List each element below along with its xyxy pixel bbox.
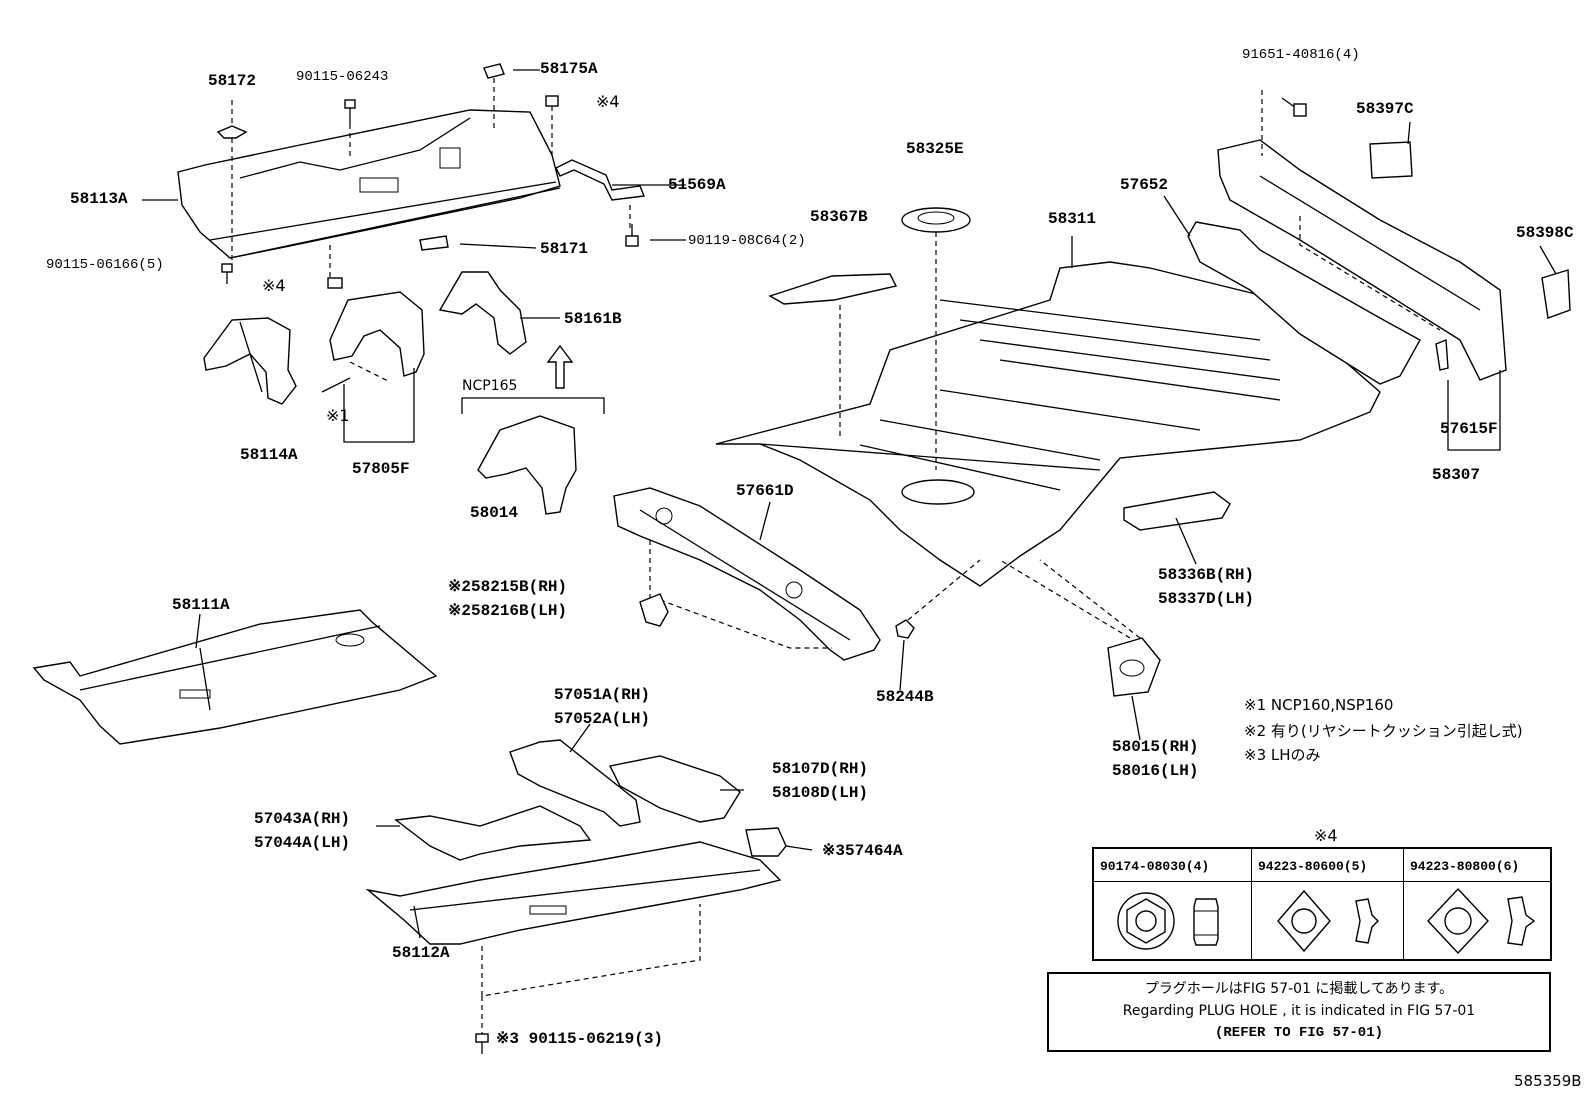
- part-57805F-drawing: [329, 291, 425, 377]
- label-57661D: 57661D: [736, 482, 794, 500]
- table-header-divider: [1094, 881, 1550, 882]
- table-header-3: 94223-80800(6): [1410, 859, 1520, 874]
- label-57464A: ※357464A: [822, 842, 903, 860]
- label-58112A: 58112A: [392, 944, 450, 962]
- part-57661D-drawing: [613, 487, 881, 661]
- label-58367B: 58367B: [810, 208, 868, 226]
- label-58014: 58014: [470, 504, 519, 522]
- table-col-1: 90174-08030(4): [1094, 849, 1252, 959]
- label-58175A: 58175A: [540, 60, 598, 78]
- part-58014-drawing: [477, 415, 577, 515]
- note-1: ※1 NCP160,NSP160: [1244, 696, 1394, 714]
- part-58111A-drawing: [32, 609, 438, 745]
- note-3: ※3 LHのみ: [1244, 746, 1321, 764]
- bolt-91651-drawing: [1281, 97, 1307, 117]
- part-58114A-drawing: [203, 317, 297, 405]
- table-col-2: 94223-80600(5): [1252, 849, 1404, 959]
- label-90115-06219: ※3 90115-06219(3): [496, 1030, 664, 1048]
- label-90115-06166: 90115-06166(5): [46, 257, 164, 273]
- label-57051A: 57051A(RH): [554, 686, 651, 704]
- part-58307-drawing: [1217, 139, 1507, 381]
- part-57043A-drawing: [394, 805, 592, 861]
- leader-lines-top-left: [231, 78, 631, 278]
- label-58244B: 58244B: [876, 688, 934, 706]
- part-58015-drawing: [1107, 637, 1161, 697]
- label-ref-4-top: ※4: [596, 92, 620, 111]
- table-header-2: 94223-80600(5): [1258, 859, 1368, 874]
- table-header-1: 90174-08030(4): [1100, 859, 1210, 874]
- label-58161B: 58161B: [564, 310, 622, 328]
- label-58172: 58172: [208, 72, 257, 90]
- table-col-3: 94223-80800(6): [1404, 849, 1550, 959]
- label-57615F: 57615F: [1440, 420, 1498, 438]
- label-58111A: 58111A: [172, 596, 230, 614]
- label-57052A: 57052A(LH): [554, 710, 651, 728]
- plug-note-line-1: プラグホールはFIG 57-01 に掲載してあります。: [1144, 981, 1454, 997]
- label-ref-1: ※1: [326, 406, 350, 425]
- label-57652: 57652: [1120, 176, 1169, 194]
- fasteners-top-group: [216, 63, 639, 289]
- label-58215B: ※258215B(RH): [448, 578, 568, 596]
- label-58016: 58016(LH): [1112, 762, 1199, 780]
- label-58325E: 58325E: [906, 140, 964, 158]
- label-58171: 58171: [540, 240, 589, 258]
- bolt-90115-06219-drawing: [475, 1033, 489, 1054]
- flange-nut-icon: [1117, 892, 1219, 950]
- label-58337D: 58337D(LH): [1158, 590, 1255, 608]
- part-58367B-drawing: [768, 273, 898, 305]
- part-58107D-drawing: [608, 755, 741, 823]
- label-57043A: 57043A(RH): [254, 810, 351, 828]
- part-58244B-drawing: [895, 619, 915, 639]
- plug-note-line-2: Regarding PLUG HOLE , it is indicated in…: [1122, 1003, 1476, 1019]
- label-90119-08C64: 90119-08C64(2): [688, 233, 806, 249]
- label-ref-4-mid: ※4: [262, 276, 286, 295]
- label-58113A: 58113A: [70, 190, 128, 208]
- part-58112A-drawing: [365, 841, 782, 945]
- label-58216B: ※258216B(LH): [448, 602, 568, 620]
- part-51569A-drawing: [555, 159, 645, 201]
- ncp165-bracket-line: [461, 397, 605, 414]
- label-57805F: 57805F: [352, 460, 410, 478]
- label-58398C: 58398C: [1516, 224, 1574, 242]
- plug-note-line-3: (REFER TO FIG 57-01): [1214, 1025, 1384, 1041]
- label-leaders: [142, 69, 1557, 939]
- part-57652-drawing: [1187, 221, 1421, 385]
- weld-nut-small-icon: [1277, 889, 1379, 953]
- part-58171-drawing: [419, 235, 449, 251]
- label-91651-40816: 91651-40816(4): [1242, 47, 1360, 63]
- part-57464A-drawing: [745, 827, 787, 857]
- note-2: ※2 有り(リヤシートクッション引起し式): [1244, 722, 1523, 740]
- arrow-up-icon: [546, 344, 574, 389]
- part-58397C-drawing: [1369, 141, 1413, 179]
- label-58114A: 58114A: [240, 446, 298, 464]
- label-ncp165: NCP165: [462, 378, 518, 394]
- plug-hole-note-box: プラグホールはFIG 57-01 に掲載してあります。 Regarding PL…: [1047, 972, 1551, 1052]
- table-title: ※4: [1314, 826, 1338, 845]
- fastener-table: 90174-08030(4) 94223-80600(5) 94223-8080…: [1092, 847, 1552, 961]
- label-58107D: 58107D(RH): [772, 760, 869, 778]
- part-58398C-drawing: [1541, 269, 1571, 319]
- part-58311-drawing: [715, 261, 1381, 587]
- part-58113A-drawing: [177, 109, 561, 259]
- label-58307: 58307: [1432, 466, 1481, 484]
- part-57051A-drawing: [509, 739, 641, 827]
- label-58311: 58311: [1048, 210, 1097, 228]
- label-58397C: 58397C: [1356, 100, 1414, 118]
- part-57615F-drawing: [1435, 338, 1449, 371]
- label-90115-06243: 90115-06243: [296, 69, 389, 85]
- label-51569A: 51569A: [668, 176, 726, 194]
- label-58108D: 58108D(LH): [772, 784, 869, 802]
- part-58215B-drawing: [639, 593, 669, 627]
- label-58336B: 58336B(RH): [1158, 566, 1255, 584]
- figure-id: 585359B: [1514, 1072, 1582, 1090]
- part-58336B-drawing: [1123, 491, 1231, 531]
- label-58015: 58015(RH): [1112, 738, 1199, 756]
- weld-nut-large-icon: [1427, 887, 1536, 955]
- label-57044A: 57044A(LH): [254, 834, 351, 852]
- part-58161B-drawing: [438, 271, 527, 355]
